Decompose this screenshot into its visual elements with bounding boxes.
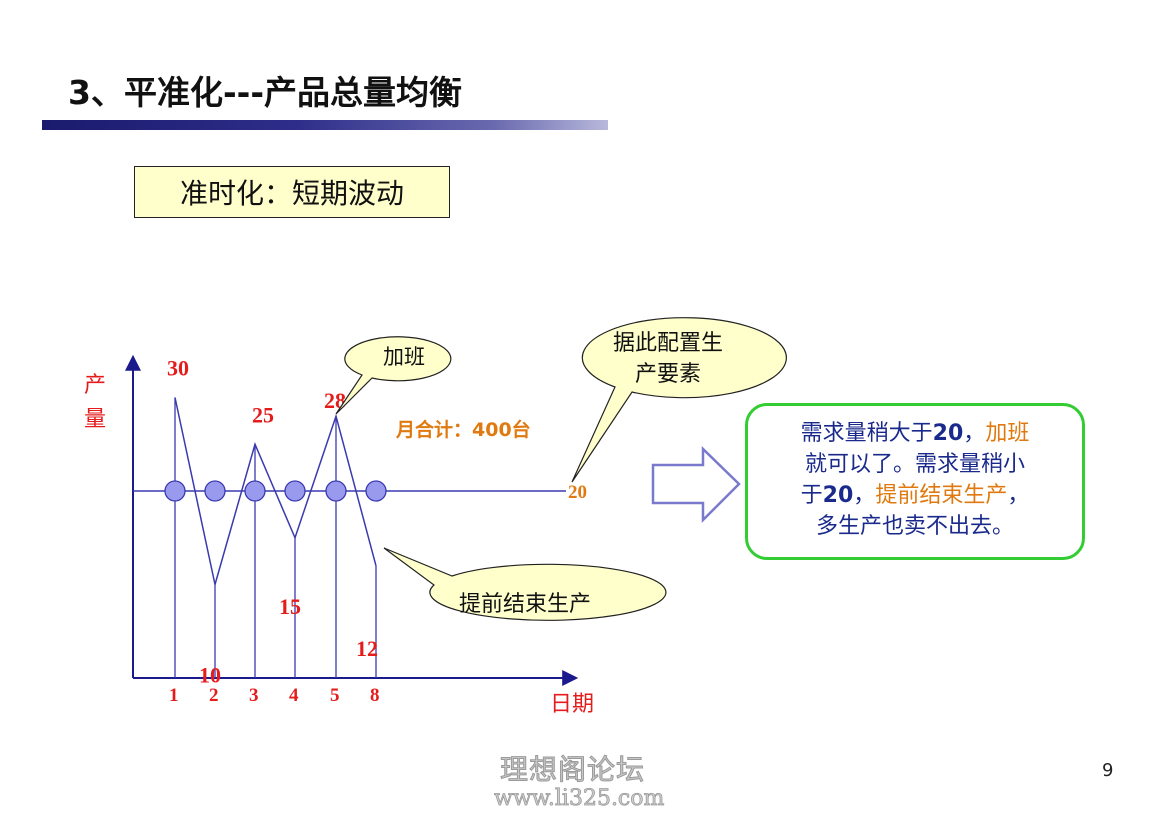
overtime-bubble xyxy=(335,336,452,415)
x-tick-label: 1 xyxy=(169,685,179,706)
subtitle-box: 准时化：短期波动 xyxy=(134,166,450,218)
average-marker xyxy=(164,480,186,502)
average-marker xyxy=(284,480,306,502)
y-axis-title: 产 量 xyxy=(84,373,113,432)
average-marker xyxy=(365,480,387,502)
value-label: 12 xyxy=(356,636,378,661)
allocate-bubble xyxy=(571,317,787,483)
watermark-title: 理想阁论坛 xyxy=(499,753,646,787)
average-marker xyxy=(204,480,226,502)
callout-line-2: 就可以了。需求量稍小 xyxy=(804,452,1025,477)
average-label: 20 xyxy=(568,482,587,503)
allocate-bubble-text-line2: 产要素 xyxy=(635,362,701,387)
value-label: 10 xyxy=(199,663,221,688)
y-axis-title-char-2: 量 xyxy=(84,407,106,432)
x-tick-label: 2 xyxy=(209,685,219,706)
x-tick-label: 5 xyxy=(330,685,340,706)
x-axis-title: 日期 xyxy=(550,692,594,717)
x-tick-label: 4 xyxy=(289,685,299,706)
slide-title: 3、平准化---产品总量均衡 xyxy=(68,73,463,112)
value-label: 15 xyxy=(279,594,301,619)
early-finish-bubble-text: 提前结束生产 xyxy=(459,592,591,617)
average-marker xyxy=(244,480,266,502)
x-tick-label: 3 xyxy=(249,685,259,706)
callout-line-1: 需求量稍大于20，加班 xyxy=(800,421,1030,446)
value-label: 28 xyxy=(324,388,346,413)
page-number: 9 xyxy=(1102,760,1114,781)
right-arrow-icon xyxy=(651,446,741,524)
callout-line-4: 多生产也卖不出去。 xyxy=(815,514,1014,539)
x-tick-label: 8 xyxy=(370,685,380,706)
monthly-total-annotation: 月合计：400台 xyxy=(395,418,531,441)
value-label: 30 xyxy=(167,356,189,381)
overtime-bubble-text: 加班 xyxy=(383,345,425,369)
y-axis-title-char-1: 产 xyxy=(84,373,106,398)
production-line xyxy=(174,397,377,585)
watermark-url: www.li325.com xyxy=(494,786,665,812)
average-marker xyxy=(325,480,347,502)
title-underline-bar xyxy=(42,120,608,130)
value-label: 25 xyxy=(252,402,274,427)
callout-line-3: 于20，提前结束生产， xyxy=(800,483,1030,508)
allocate-bubble-text-line1: 据此配置生 xyxy=(613,331,723,356)
early-finish-bubble xyxy=(383,547,667,621)
explanation-callout: 需求量稍大于20，加班 就可以了。需求量稍小 于20，提前结束生产， 多生产也卖… xyxy=(745,403,1085,560)
